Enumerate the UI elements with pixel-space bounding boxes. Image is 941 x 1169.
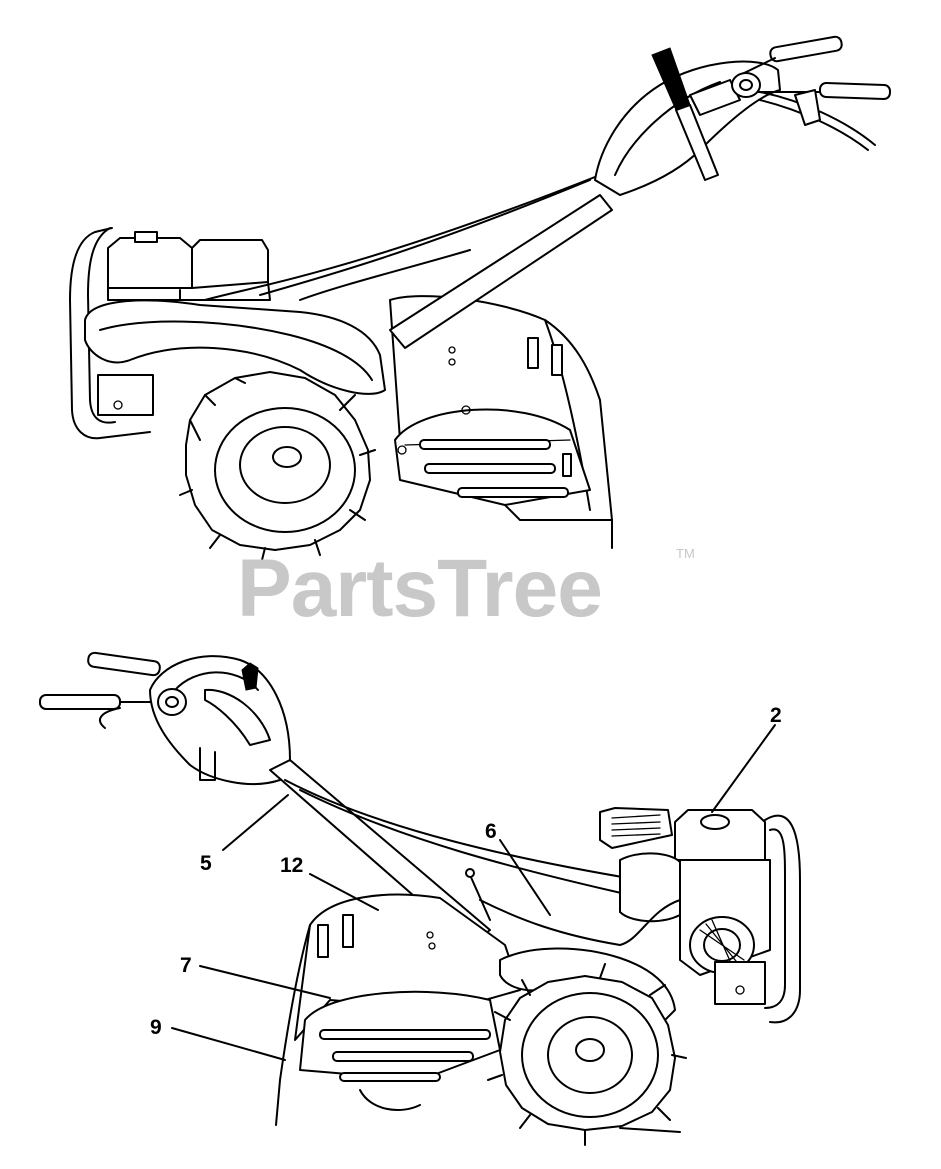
callout-5: 5 <box>200 794 289 875</box>
callout-label-7: 7 <box>180 954 192 977</box>
callout-2: 2 <box>711 704 782 813</box>
wheel-bottom <box>487 963 687 1146</box>
tiller-bottom-view <box>39 651 801 1146</box>
engine-air-cleaner <box>191 239 269 289</box>
watermark-trademark: TM <box>676 546 695 561</box>
handle-control-panel-bottom <box>149 655 291 786</box>
watermark-text: PartsTree <box>237 543 602 634</box>
engine-fuel-tank <box>107 237 193 289</box>
watermark: PartsTree TM <box>237 543 695 634</box>
rear-deflector <box>394 408 591 506</box>
callout-9: 9 <box>150 1016 286 1061</box>
handlebar-tube <box>389 194 613 349</box>
callout-12: 12 <box>280 854 379 911</box>
wheel-top <box>179 371 376 561</box>
callout-label-2: 2 <box>770 704 782 727</box>
callout-label-6: 6 <box>485 820 497 843</box>
callout-label-9: 9 <box>150 1016 162 1039</box>
tiller-top-view <box>69 35 892 561</box>
callout-6: 6 <box>485 820 551 916</box>
callout-label-12: 12 <box>280 854 303 877</box>
callout-7: 7 <box>180 954 331 999</box>
fender <box>84 299 386 395</box>
callout-label-5: 5 <box>200 852 212 875</box>
